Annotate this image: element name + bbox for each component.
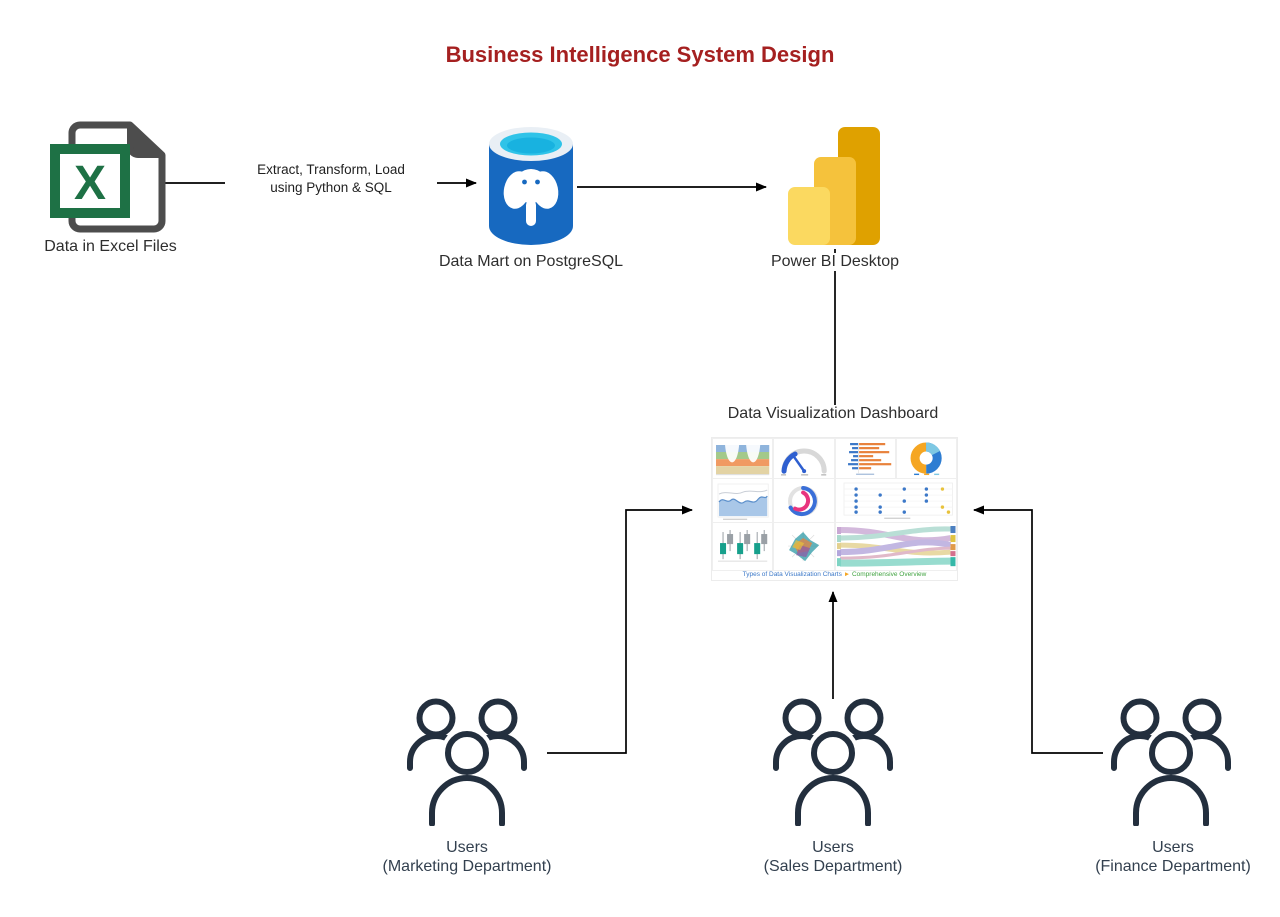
users-sales-label-line1: Users (812, 839, 854, 856)
users-marketing-label: Users (Marketing Department) (357, 838, 577, 876)
users-sales-label: Users (Sales Department) (723, 838, 943, 876)
dashboard-caption-sub: Comprehensive Overview (851, 570, 927, 578)
mini-area-chart (712, 478, 774, 525)
svg-text:X: X (74, 157, 106, 210)
postgresql-database-icon (489, 127, 573, 245)
mini-sankey-diagram (834, 522, 957, 571)
etl-edge-label: Extract, Transform, Load using Python & … (225, 161, 437, 197)
dashboard-thumbnail: Types of Data Visualization Charts ► Com… (711, 437, 958, 581)
postgres-node-label: Data Mart on PostgreSQL (438, 253, 624, 270)
excel-node-label: Data in Excel Files (44, 238, 177, 255)
users-finance-label-line1: Users (1152, 839, 1194, 856)
users-group-icon-sales (773, 698, 893, 826)
edge-finance-to-dashboard (973, 505, 1103, 754)
users-group-icon-marketing (407, 698, 527, 826)
mini-radial-progress-chart (773, 478, 835, 525)
powerbi-node-label: Power BI Desktop (745, 253, 925, 271)
dashboard-caption: Types of Data Visualization Charts ► Com… (712, 569, 957, 580)
users-finance-label-line2: (Finance Department) (1095, 858, 1251, 875)
mini-radar-chart (773, 522, 835, 571)
mini-box-plot (712, 522, 774, 571)
mini-dot-plot (834, 478, 957, 525)
dashboard-node-label: Data Visualization Dashboard (708, 405, 958, 423)
users-marketing-label-line1: Users (446, 839, 488, 856)
users-sales-label-line2: (Sales Department) (763, 858, 903, 875)
powerbi-icon (788, 127, 880, 245)
dashboard-caption-main: Types of Data Visualization Charts (742, 570, 842, 578)
excel-file-icon: X (50, 121, 166, 233)
edge-marketing-to-dashboard (547, 505, 693, 754)
users-finance-label: Users (Finance Department) (1063, 838, 1280, 876)
etl-edge-label-line1: Extract, Transform, Load (257, 162, 405, 177)
users-marketing-label-line2: (Marketing Department) (382, 858, 552, 875)
mini-gauge-chart (773, 438, 835, 481)
mini-horizontal-bar-chart (834, 438, 896, 481)
dashboard-caption-arrow-icon: ► (843, 570, 851, 578)
mini-stacked-area-chart (712, 438, 774, 481)
mini-donut-chart (895, 438, 957, 481)
postgres-elephant-glyph (503, 169, 559, 226)
page-title: Business Intelligence System Design (445, 42, 835, 67)
etl-edge-label-line2: using Python & SQL (270, 180, 392, 195)
users-group-icon-finance (1111, 698, 1231, 826)
